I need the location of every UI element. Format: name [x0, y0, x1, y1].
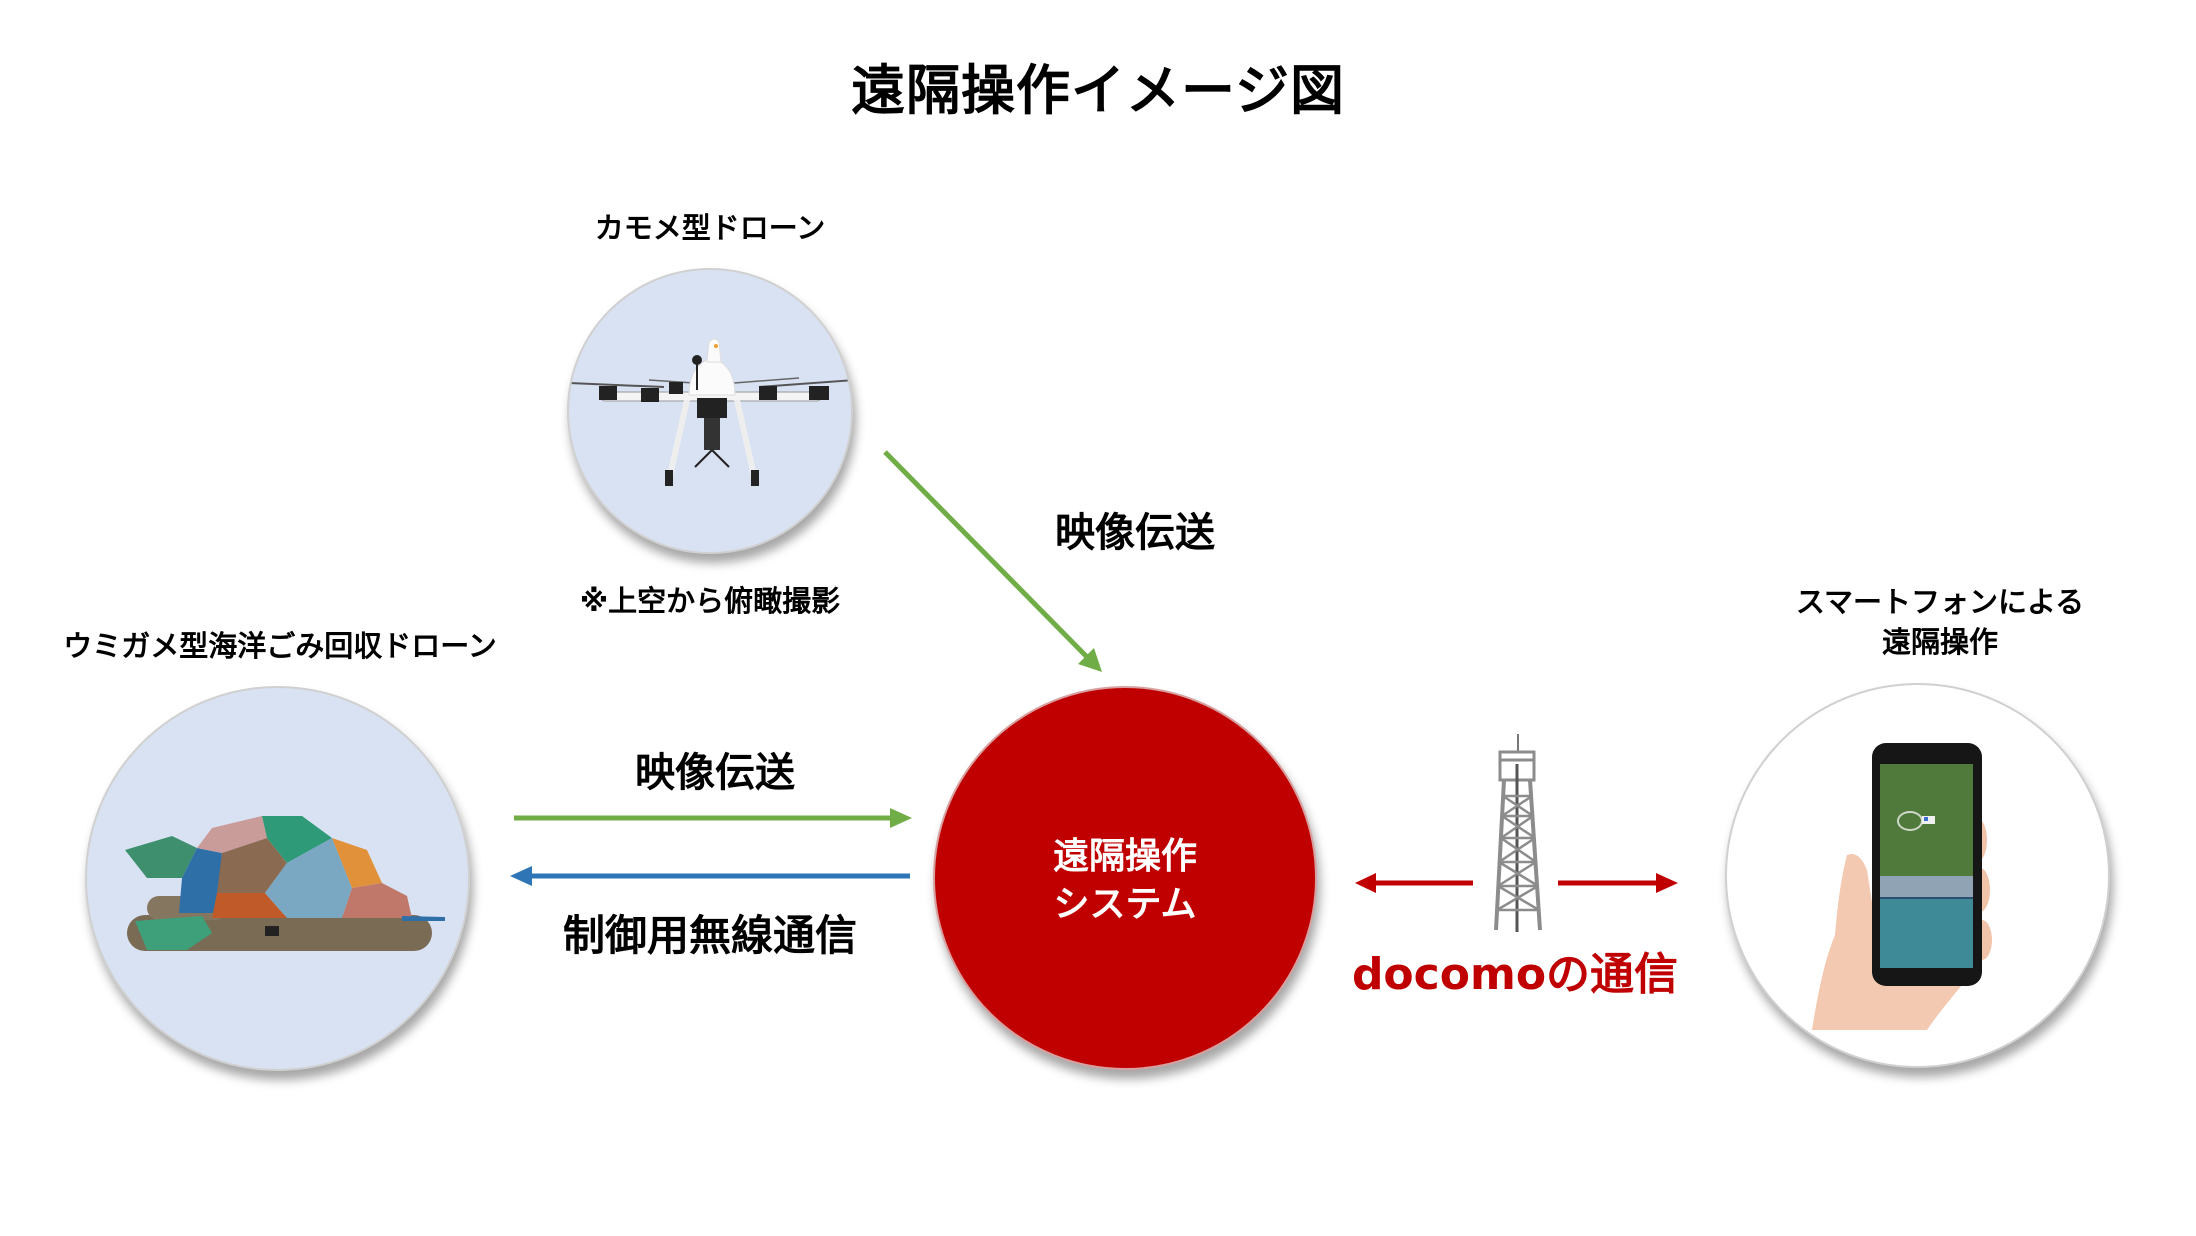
remote-system-line2: システム — [1053, 884, 1197, 925]
turtle-drone-icon — [125, 816, 445, 951]
seagull-drone-icon — [569, 338, 851, 486]
hand-smartphone-icon — [1812, 743, 1992, 1030]
page-title: 遠隔操作イメージ図 — [851, 59, 1345, 122]
seagull-drone-label: カモメ型ドローン — [594, 211, 826, 245]
docomo-label: docomoの通信 — [1351, 949, 1679, 1000]
turtle-drone-node — [85, 686, 470, 1071]
turtle-drone-label: ウミガメ型海洋ごみ回収ドローン — [63, 629, 497, 663]
control-radio-label: 制御用無線通信 — [562, 911, 857, 960]
seagull-drone-node — [567, 268, 853, 554]
seagull-video-label: 映像伝送 — [1055, 510, 1215, 556]
cell-tower-icon — [1494, 734, 1542, 932]
remote-system-line1: 遠隔操作 — [1052, 836, 1197, 877]
remote-system-node: 遠隔操作 システム — [933, 686, 1317, 1070]
turtle-video-label: 映像伝送 — [635, 750, 795, 796]
seagull-drone-note: ※上空から俯瞰撮影 — [579, 584, 841, 618]
smartphone-node — [1725, 683, 2110, 1068]
remote-system-text: 遠隔操作 システム — [935, 833, 1315, 929]
smartphone-label-line1: スマートフォンによる — [1795, 585, 2085, 619]
smartphone-label: スマートフォンによる 遠隔操作 — [1720, 582, 2160, 662]
smartphone-label-line2: 遠隔操作 — [1881, 625, 1998, 659]
